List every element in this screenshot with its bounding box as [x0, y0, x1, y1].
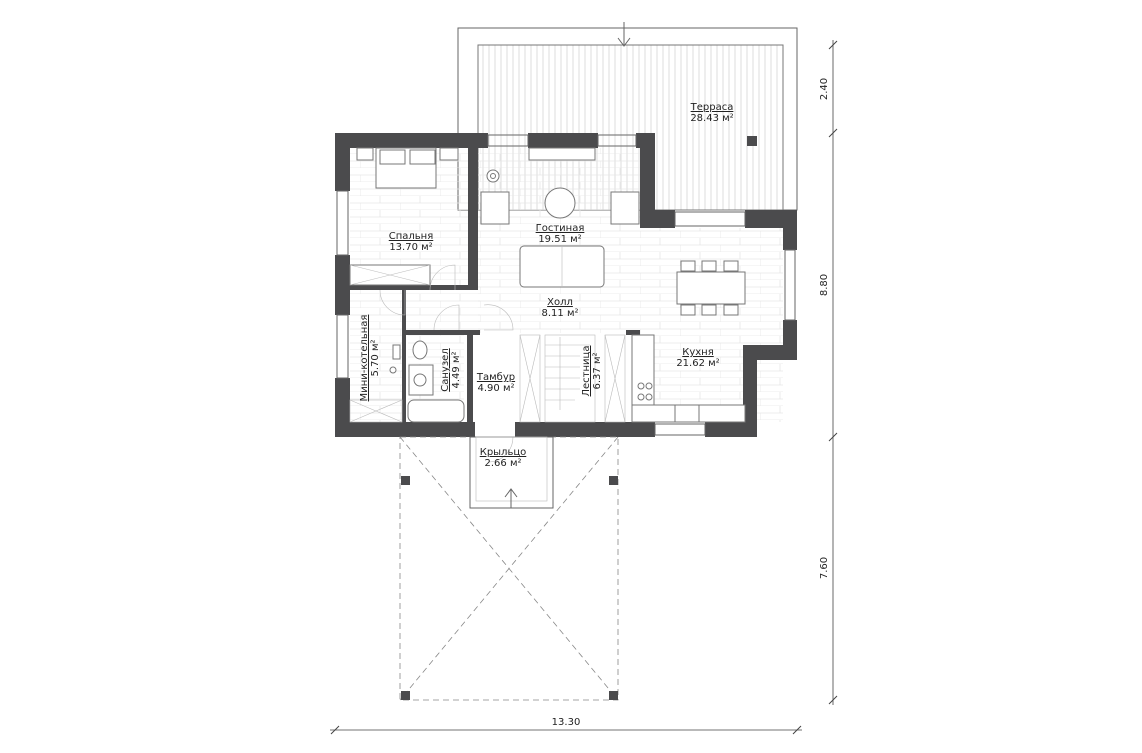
- room-area-living: 19.51 м²: [538, 234, 581, 245]
- stairs: [544, 334, 596, 423]
- room-area-hall: 8.11 м²: [542, 308, 579, 319]
- armchair: [480, 191, 510, 225]
- room-labels: Терраса 28.43 м² Спальня 13.70 м² Гостин…: [359, 102, 734, 469]
- toilet: [412, 340, 428, 360]
- canopy: [399, 436, 619, 701]
- armchair: [610, 191, 640, 225]
- room-name-bathroom: Санузел: [440, 348, 451, 391]
- room-area-vestibule: 4.90 м²: [478, 383, 515, 394]
- room-name-porch: Крыльцо: [480, 447, 527, 458]
- tv-stand: [528, 147, 596, 161]
- room-area-bathroom: 4.49 м²: [451, 352, 462, 389]
- walls: [335, 133, 797, 437]
- dimension-lines: 2.40 8.80 7.60 13.30: [330, 40, 838, 735]
- room-name-boiler: Мини-котельная: [359, 315, 370, 402]
- canopy-outline: [399, 436, 619, 701]
- bathtub: [407, 399, 465, 423]
- entry-arrow-icon: [504, 488, 518, 508]
- room-name-living: Гостиная: [536, 223, 585, 234]
- room-area-boiler: 5.70 м²: [370, 340, 381, 377]
- room-name-stairs: Лестница: [581, 346, 592, 397]
- room-name-hall: Холл: [547, 297, 573, 308]
- room-name-kitchen: Кухня: [682, 347, 714, 358]
- room-area-porch: 2.66 м²: [485, 458, 522, 469]
- coffee-table: [544, 187, 576, 219]
- room-area-terrace: 28.43 м²: [690, 113, 733, 124]
- furniture: [349, 147, 746, 463]
- windows: [336, 134, 796, 436]
- terrace-entry-arrow-icon: [617, 22, 631, 47]
- dining-table: [676, 271, 746, 305]
- door-swing: [429, 264, 456, 291]
- dim-total-width: 13.30: [552, 717, 581, 728]
- terrace-post: [747, 136, 757, 146]
- dim-terrace-depth: 2.40: [819, 78, 830, 100]
- dim-house-depth: 8.80: [819, 274, 830, 296]
- room-area-kitchen: 21.62 м²: [676, 358, 719, 369]
- room-name-bedroom: Спальня: [389, 231, 434, 242]
- room-area-bedroom: 13.70 м²: [389, 242, 432, 253]
- dim-canopy-depth: 7.60: [819, 557, 830, 579]
- room-area-stairs: 6.37 м²: [592, 353, 603, 390]
- room-name-vestibule: Тамбур: [476, 372, 515, 383]
- room-name-terrace: Терраса: [690, 102, 734, 113]
